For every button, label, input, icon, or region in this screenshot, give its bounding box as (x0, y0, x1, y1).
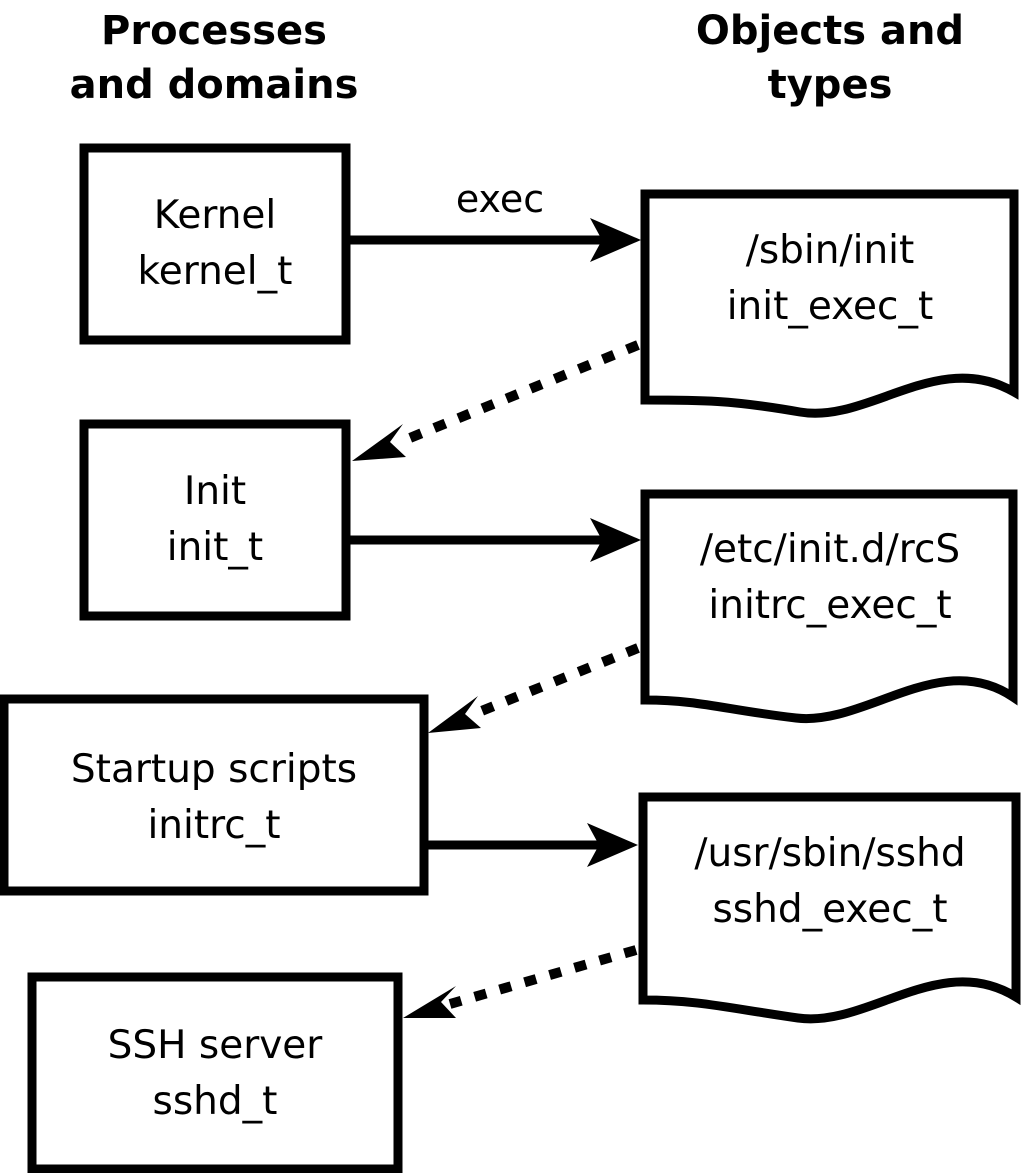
process-node-init-line2: init_t (167, 525, 263, 570)
process-node-sshd[interactable]: SSH server sshd_t (27, 972, 403, 1173)
process-node-initrc-line2: initrc_t (147, 803, 280, 848)
edge-line-init_exec-to-init (398, 340, 640, 447)
left-column-header-line2: and domains (70, 62, 359, 108)
object-node-initrc_exec[interactable]: /etc/init.d/rcS initrc_exec_t (640, 489, 1018, 724)
right-column-header-line2: types (768, 62, 893, 108)
edge-initrc_exec-transition-initrc (428, 643, 640, 733)
object-node-init_exec-document-shape[interactable] (640, 189, 1019, 418)
arrowhead-init-to-initrc_exec (590, 518, 641, 562)
arrowhead-initrc_exec-to-initrc (428, 696, 481, 733)
arrowhead-initrc-to-sshd_exec (587, 823, 638, 867)
arrowhead-init_exec-to-init (352, 424, 406, 461)
edge-init-exec-initrc_exec (350, 518, 641, 562)
process-node-sshd-box[interactable] (27, 972, 403, 1173)
object-node-sshd_exec-document-shape[interactable] (638, 792, 1021, 1024)
edge-line-initrc_exec-to-initrc (472, 643, 640, 719)
object-node-sshd_exec-line1: /usr/sbin/sshd (694, 831, 965, 876)
edge-label-exec: exec (456, 177, 544, 221)
object-node-sshd_exec[interactable]: /usr/sbin/sshd sshd_exec_t (638, 792, 1021, 1024)
object-node-init_exec[interactable]: /sbin/init init_exec_t (640, 189, 1019, 418)
process-node-init[interactable]: Init init_t (79, 419, 351, 621)
object-node-sshd_exec-line2: sshd_exec_t (712, 887, 947, 932)
edge-initrc-exec-sshd_exec (428, 823, 638, 867)
object-node-initrc_exec-line1: /etc/init.d/rcS (700, 527, 960, 572)
object-node-initrc_exec-line2: initrc_exec_t (708, 583, 951, 628)
left-column-header: Processes and domains (70, 8, 359, 108)
object-node-init_exec-line1: /sbin/init (746, 228, 915, 273)
process-node-kernel-line2: kernel_t (138, 249, 293, 294)
process-node-kernel-box[interactable] (79, 143, 351, 345)
process-node-init-line1: Init (184, 469, 246, 514)
process-node-sshd-line1: SSH server (108, 1023, 324, 1068)
edge-init_exec-transition-init (352, 340, 640, 461)
edge-kernel-exec-init_exec: exec (350, 177, 641, 262)
process-node-initrc-box[interactable] (0, 694, 429, 896)
process-node-initrc[interactable]: Startup scripts initrc_t (0, 694, 429, 896)
left-column-header-line1: Processes (101, 8, 327, 54)
process-node-initrc-line1: Startup scripts (71, 747, 357, 792)
object-node-init_exec-line2: init_exec_t (727, 284, 934, 329)
process-node-kernel[interactable]: Kernel kernel_t (79, 143, 351, 345)
edge-line-sshd_exec-to-sshd (448, 945, 638, 1009)
arrowhead-sshd_exec-to-sshd (403, 986, 456, 1018)
process-node-kernel-line1: Kernel (154, 193, 277, 238)
arrowhead-kernel-to-init_exec (590, 218, 641, 262)
process-node-init-box[interactable] (79, 419, 351, 621)
right-column-header: Objects and types (696, 8, 964, 108)
right-column-header-line1: Objects and (696, 8, 964, 54)
process-node-sshd-line2: sshd_t (153, 1079, 278, 1124)
object-node-initrc_exec-document-shape[interactable] (640, 489, 1018, 724)
edge-sshd_exec-transition-sshd (403, 945, 638, 1018)
